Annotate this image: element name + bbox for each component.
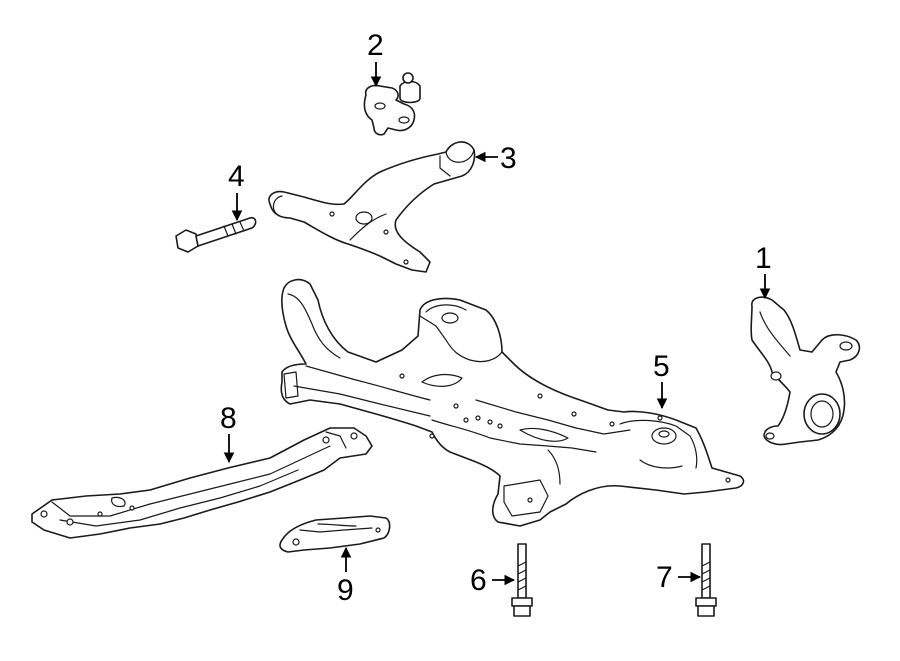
callout-8: 8: [220, 402, 237, 435]
crossmember-part: [280, 278, 745, 527]
callout-9: 9: [337, 574, 354, 607]
callout-6: 6: [470, 564, 487, 597]
bolt-part-6: [511, 543, 533, 617]
callout-labels: 1 2 3 4 5 6 7 8 9: [220, 29, 772, 607]
bolt-part-7: [695, 543, 717, 617]
callout-1: 1: [755, 242, 772, 275]
under-brace-part: [31, 427, 373, 539]
bolt-part-4: [175, 216, 257, 253]
callout-2: 2: [367, 29, 384, 62]
callout-4: 4: [228, 160, 245, 193]
bracket-part-9: [279, 515, 391, 553]
callout-7: 7: [656, 561, 673, 594]
callout-5: 5: [653, 350, 670, 383]
leader-lines: [223, 62, 771, 586]
callout-3: 3: [500, 142, 517, 175]
ball-joint-part: [363, 72, 421, 136]
lower-control-arm-part: [268, 141, 476, 273]
steering-knuckle-part: [750, 296, 861, 446]
